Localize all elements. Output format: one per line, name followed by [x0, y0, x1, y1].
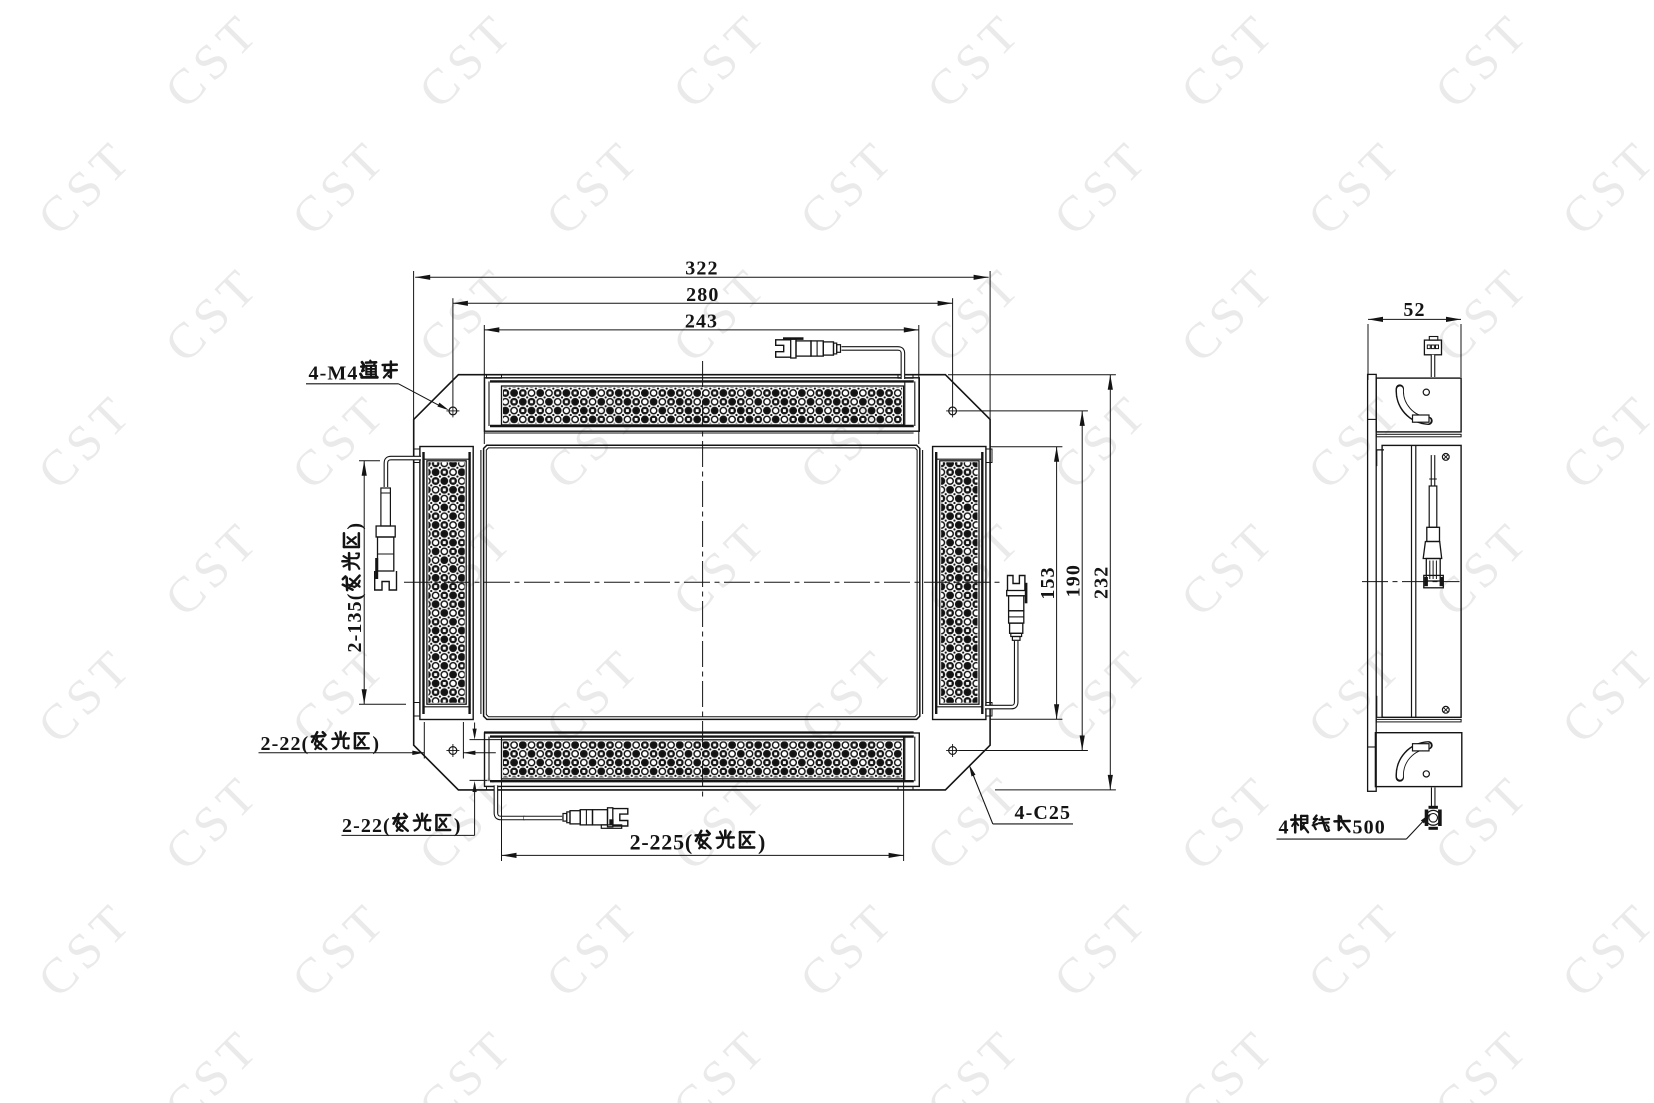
svg-text:153: 153 [1037, 566, 1059, 599]
svg-text:4-M4: 4-M4 [309, 363, 359, 385]
svg-text:4-C25: 4-C25 [1014, 802, 1071, 824]
svg-text:500: 500 [1353, 817, 1386, 839]
svg-text:243: 243 [685, 311, 718, 333]
svg-text:190: 190 [1063, 564, 1085, 597]
svg-text:2-225(: 2-225( [630, 830, 693, 855]
svg-text:2-135(: 2-135( [344, 593, 366, 653]
svg-text:): ) [344, 522, 366, 530]
svg-text:280: 280 [686, 284, 719, 306]
svg-text:): ) [454, 815, 462, 837]
svg-text:2-22(: 2-22( [342, 815, 391, 837]
svg-text:322: 322 [685, 258, 718, 280]
svg-text:232: 232 [1091, 566, 1113, 599]
svg-text:): ) [372, 733, 380, 755]
svg-text:2-22(: 2-22( [260, 733, 309, 755]
svg-text:): ) [758, 830, 766, 855]
svg-text:52: 52 [1403, 299, 1425, 321]
svg-text:4: 4 [1278, 817, 1289, 839]
